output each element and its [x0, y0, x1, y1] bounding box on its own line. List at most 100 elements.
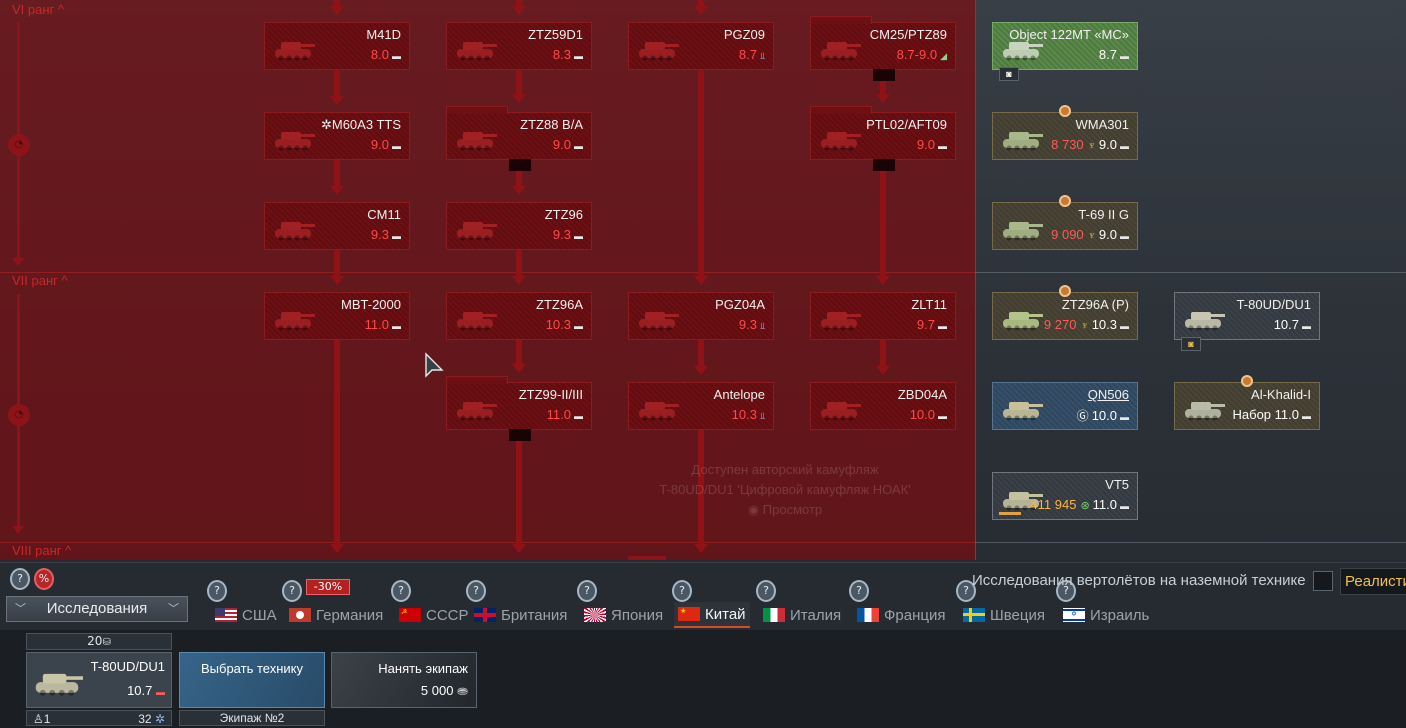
vehicle-name: CM11: [367, 207, 401, 222]
folder-expand-tab[interactable]: [873, 159, 895, 171]
tree-connector: [516, 170, 522, 188]
premium-vehicle-card[interactable]: Al-Khalid-I Набор 11.0▬: [1174, 375, 1320, 430]
tank-class-icon: ▬: [938, 411, 947, 421]
ammo-icon: ⛁: [102, 637, 111, 648]
battle-rating: 8.7-9.0: [896, 47, 938, 62]
premium-vehicle-card[interactable]: ZTZ96A (P) 9 270♆10.3▬: [992, 285, 1138, 340]
hire-cost: 5 000: [420, 683, 454, 698]
game-mode-select[interactable]: Реалистичные: [1340, 568, 1406, 595]
camo-preview-link[interactable]: Просмотр: [762, 502, 823, 517]
skill-points-icon: ✲: [154, 712, 165, 726]
spaa-class-icon: ⫫: [759, 411, 765, 421]
discount-badge[interactable]: -30%: [306, 579, 350, 595]
folder-expand-tab[interactable]: [509, 159, 531, 171]
tree-connector: [880, 80, 886, 96]
rank-divider: [0, 542, 975, 543]
location-pin-icon[interactable]: ?: [577, 580, 597, 602]
folder-expand-tab[interactable]: [509, 429, 531, 441]
tank-icon: [35, 673, 83, 696]
vehicle-card[interactable]: PGZ09 8.7⫫: [628, 22, 774, 70]
location-pin-icon[interactable]: ?: [756, 580, 776, 602]
premium-vehicle-card[interactable]: WMA301 8 730♆9.0▬: [992, 105, 1138, 160]
location-pin-icon[interactable]: ?: [207, 580, 227, 602]
tab-sweden[interactable]: Швеция: [959, 602, 1049, 628]
location-pin-icon[interactable]: ?: [391, 580, 411, 602]
rank-label-6[interactable]: VI ранг ^: [12, 2, 64, 17]
vehicle-card[interactable]: CM11 9.3▬: [264, 202, 410, 250]
tab-label: США: [242, 606, 277, 624]
tank-icon: [457, 132, 497, 151]
tab-italy[interactable]: Италия: [759, 602, 845, 628]
vehicle-card[interactable]: Antelope 10.3⫫: [628, 382, 774, 430]
select-vehicle-slot[interactable]: Выбрать технику: [179, 652, 325, 708]
tree-connector-arrow: [512, 6, 526, 15]
premium-vehicle-card[interactable]: VT5 411 945⊛11.0▬: [992, 472, 1138, 520]
vehicle-folder-card[interactable]: PTL02/AFT09 9.0▬: [810, 106, 956, 171]
location-pin-icon[interactable]: ?: [1056, 580, 1076, 602]
tab-france[interactable]: Франция: [853, 602, 949, 628]
research-toggle-button[interactable]: ﹀ Исследования ﹀: [6, 596, 188, 622]
folder-expand-tab[interactable]: [873, 69, 895, 81]
tank-destroyer-class-icon: ◢: [940, 51, 947, 61]
location-pin-icon[interactable]: ?: [849, 580, 869, 602]
tab-britain[interactable]: Британия: [470, 602, 571, 628]
vehicle-card[interactable]: ZTZ96A 10.3▬: [446, 292, 592, 340]
vehicle-card[interactable]: ✲M60A3 TTS 9.0▬: [264, 112, 410, 160]
rank-divider: [0, 272, 975, 273]
battle-rating: 9.3: [552, 227, 571, 242]
tab-israel[interactable]: ✡ Израиль: [1059, 602, 1153, 628]
premium-vehicle-card[interactable]: T-80UD/DU1 10.7▬ ◙: [1174, 292, 1320, 351]
rank-progress-badge: ◔: [8, 134, 30, 156]
tab-label: Франция: [884, 606, 946, 624]
location-pin-icon[interactable]: ?: [466, 580, 486, 602]
research-cost: 411 945: [1030, 497, 1077, 512]
heli-research-checkbox[interactable]: [1313, 571, 1333, 591]
tab-china[interactable]: ★ Китай: [674, 602, 750, 628]
location-pin-icon[interactable]: ?: [956, 580, 976, 602]
golden-eagle-icon: ♆: [1087, 230, 1096, 242]
location-pin-icon[interactable]: ?: [10, 568, 30, 590]
tree-connector-arrow: [876, 366, 890, 375]
crew-slot-vehicle[interactable]: T-80UD/DU1 10.7 ▬: [26, 652, 172, 708]
select-vehicle-label: Выбрать технику: [200, 661, 303, 676]
camo-available-note[interactable]: Доступен авторский камуфляж T-80UD/DU1 '…: [600, 460, 970, 520]
battle-rating: 9.0: [370, 137, 389, 152]
vehicle-name: VT5: [1105, 477, 1129, 492]
vehicle-folder-card[interactable]: CM25/PTZ89 8.7-9.0◢: [810, 16, 956, 81]
rank-label-8[interactable]: VIII ранг ^: [12, 543, 72, 558]
vehicle-card[interactable]: ZTZ96 9.3▬: [446, 202, 592, 250]
rank-divider: [975, 272, 1406, 273]
vehicle-card[interactable]: ZLT11 9.7▬: [810, 292, 956, 340]
vehicle-name: ZTZ59D1: [528, 27, 583, 42]
tank-class-icon: ▬: [938, 321, 947, 331]
vehicle-card[interactable]: MBT-2000 11.0▬: [264, 292, 410, 340]
location-pin-icon[interactable]: ?: [282, 580, 302, 602]
battle-rating: 9.0: [1098, 227, 1117, 242]
location-pin-icon[interactable]: ?: [672, 580, 692, 602]
tank-icon: [821, 312, 861, 331]
tab-japan[interactable]: Япония: [580, 602, 667, 628]
vehicle-folder-card[interactable]: ZTZ88 B/A 9.0▬: [446, 106, 592, 171]
vehicle-folder-card[interactable]: ZTZ99-II/III 11.0▬: [446, 376, 592, 441]
rank-progress-badge: ◔: [8, 404, 30, 426]
tree-connector: [516, 340, 522, 366]
vehicle-card[interactable]: M41D 8.0▬: [264, 22, 410, 70]
tab-ussr[interactable]: ☭ СССР: [395, 602, 473, 628]
vehicle-card[interactable]: ZBD04A 10.0▬: [810, 382, 956, 430]
premium-vehicle-card[interactable]: Object 122MT «MC» 8.7▬ ◙: [992, 22, 1138, 81]
tab-label: Германия: [316, 606, 384, 624]
discount-pin-icon[interactable]: %: [34, 568, 54, 590]
spaa-class-icon: ⫫: [759, 51, 765, 61]
tank-class-icon: ▬: [1120, 321, 1129, 331]
tank-icon: [821, 132, 861, 151]
rank-label-7[interactable]: VII ранг ^: [12, 273, 68, 288]
hire-crew-slot[interactable]: Нанять экипаж 5 000 ⛂: [331, 652, 477, 708]
japan-flag-icon: [584, 608, 606, 622]
vehicle-card[interactable]: PGZ04A 9.3⫫: [628, 292, 774, 340]
vehicle-card[interactable]: ZTZ59D1 8.3▬: [446, 22, 592, 70]
tab-usa[interactable]: США: [211, 602, 281, 628]
tank-class-icon: ▬: [1302, 411, 1311, 421]
tab-germany[interactable]: Германия: [285, 602, 387, 628]
premium-vehicle-card[interactable]: T-69 II G 9 090♆9.0▬: [992, 195, 1138, 250]
